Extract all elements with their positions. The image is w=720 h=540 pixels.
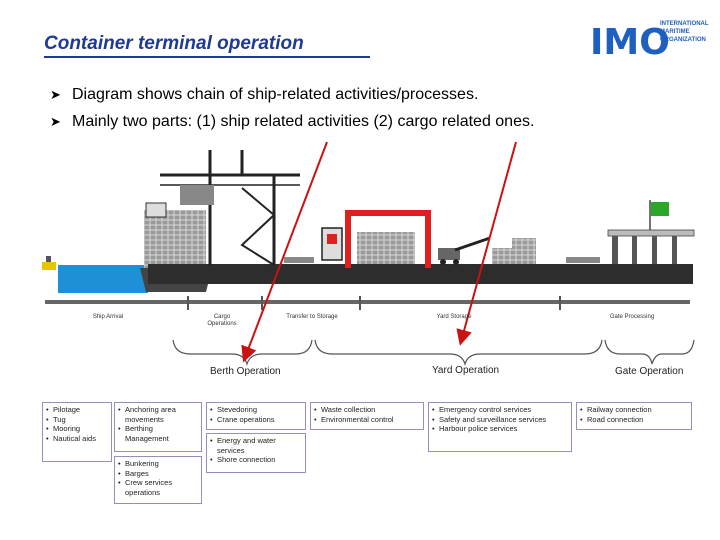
box-item: Crane operations: [210, 415, 302, 425]
berth-brace: [172, 339, 313, 367]
truck-icon: [284, 257, 314, 263]
logo-line: MARITIME: [660, 29, 690, 35]
box-item: Barges: [118, 469, 198, 479]
annotation-arrow: [456, 141, 517, 346]
phase-yard-operation: Yard Operation: [432, 365, 500, 376]
tug-icon: [42, 256, 56, 270]
truck-icon: [566, 257, 600, 263]
label-yard-storage: Yard Storage: [436, 314, 472, 320]
arrow-bullet-icon: ➤: [50, 87, 61, 102]
gate-icon: [607, 229, 695, 264]
title-underline: [44, 56, 370, 58]
box-item: Road connection: [580, 415, 688, 425]
box-item: Waste collection: [314, 405, 420, 415]
box-item: Safety and surveillance services: [432, 415, 568, 425]
logo-line: ORGANIZATION: [660, 37, 706, 43]
label-cargo-operations: Cargo Operations: [207, 314, 237, 327]
box-waste: Waste collection Environmental control: [310, 402, 424, 430]
box-item: Stevedoring: [210, 405, 302, 415]
box-item: Emergency control services: [432, 405, 568, 415]
bullet-item: ➤ Mainly two parts: (1) ship related act…: [50, 113, 534, 140]
label-gate-processing: Gate Processing: [609, 314, 655, 320]
box-item: Crew services operations: [118, 478, 198, 497]
container-stack-icon: [492, 238, 536, 264]
box-item: Shore connection: [210, 455, 302, 465]
box-item: Bunkering: [118, 459, 198, 469]
annotation-arrow: [241, 141, 328, 363]
box-emergency: Emergency control services Safety and su…: [428, 402, 572, 452]
bullet-item: ➤ Diagram shows chain of ship-related ac…: [50, 86, 534, 113]
logo-line: INTERNATIONAL: [660, 21, 709, 27]
water: [58, 265, 148, 293]
logo-mark: IMO: [590, 22, 670, 62]
quay-crane-icon: [160, 150, 300, 266]
quay-ground: [148, 264, 693, 284]
imo-logo: IMO: [590, 22, 670, 62]
crane-spreader: [180, 185, 214, 205]
bullet-text: Diagram shows chain of ship-related acti…: [72, 86, 479, 103]
box-item: Nautical aids: [46, 434, 108, 444]
bullet-text: Mainly two parts: (1) ship related activ…: [72, 113, 535, 130]
yard-gantry-icon: [345, 210, 431, 268]
box-item: Environmental control: [314, 415, 420, 425]
arrow-bullet-icon: ➤: [50, 114, 61, 129]
box-item: Pilotage: [46, 405, 108, 415]
bullet-list: ➤ Diagram shows chain of ship-related ac…: [50, 86, 534, 140]
box-item: Berthing Management: [118, 424, 198, 443]
box-item: Railway connection: [580, 405, 688, 415]
straddle-carrier-icon: [321, 227, 343, 261]
yard-brace: [314, 339, 603, 367]
box-railway-road: Railway connection Road connection: [576, 402, 692, 430]
phase-berth-operation: Berth Operation: [210, 366, 281, 377]
box-item: Anchoring area movements: [118, 405, 198, 424]
box-pilotage: Pilotage Tug Mooring Nautical aids: [42, 402, 112, 462]
gate-brace: [604, 339, 695, 365]
flag-icon: [649, 200, 669, 230]
label-ship-arrival: Ship Arrival: [92, 314, 124, 320]
box-energy-water: Energy and water services Shore connecti…: [206, 433, 306, 473]
box-item: Energy and water services: [210, 436, 302, 455]
box-item: Tug: [46, 415, 108, 425]
label-transfer-to-storage: Transfer to Storage: [286, 314, 338, 320]
box-anchoring: Anchoring area movements Berthing Manage…: [114, 402, 202, 452]
box-stevedoring: Stevedoring Crane operations: [206, 402, 306, 430]
phase-gate-operation: Gate Operation: [615, 366, 684, 377]
box-bunkering: Bunkering Barges Crew services operation…: [114, 456, 202, 504]
box-item: Harbour police services: [432, 424, 568, 434]
logo-wordmark: INTERNATIONAL MARITIME ORGANIZATION: [660, 20, 709, 44]
box-item: Mooring: [46, 424, 108, 434]
reach-stacker-icon: [438, 236, 491, 265]
page-title: Container terminal operation: [44, 33, 304, 54]
